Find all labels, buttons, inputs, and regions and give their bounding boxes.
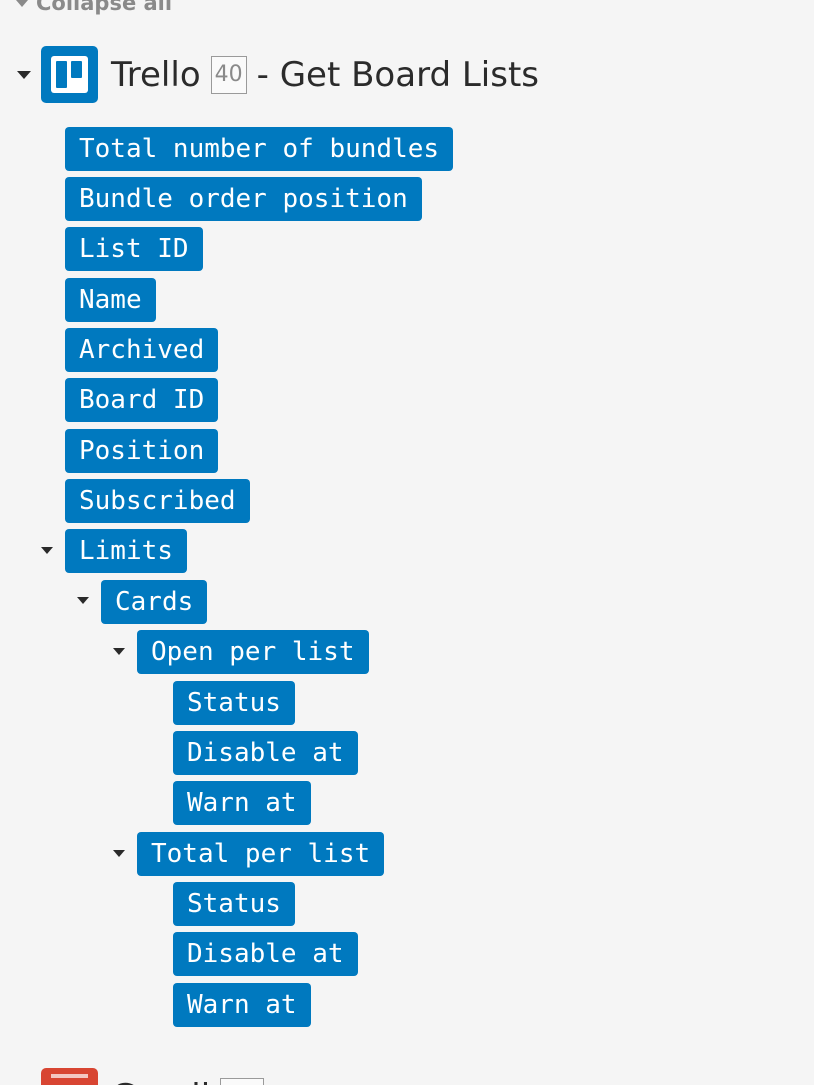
output-field-open-disable-at[interactable]: Disable at	[173, 731, 358, 775]
output-field-board-id[interactable]: Board ID	[65, 378, 219, 422]
chevron-down-icon[interactable]	[17, 71, 31, 79]
output-field-position[interactable]: Position	[65, 429, 219, 473]
module-title: Trello 40 - Get Board Lists	[111, 55, 539, 95]
expand-open-per-list-chevron-icon[interactable]	[113, 648, 125, 655]
output-field-open-warn-at[interactable]: Warn at	[173, 781, 311, 825]
output-field-total-status[interactable]: Status	[173, 882, 295, 926]
expand-limits-chevron-icon[interactable]	[41, 547, 53, 554]
output-field-cards[interactable]: Cards	[101, 580, 208, 624]
module-app-name: Trello	[111, 54, 201, 95]
collapse-all-button[interactable]: Collapse all	[16, 0, 172, 18]
output-field-total-number-of-bundles[interactable]: Total number of bundles	[65, 127, 454, 171]
expand-total-per-list-chevron-icon[interactable]	[113, 850, 125, 857]
trello-icon	[41, 46, 98, 103]
output-field-subscribed[interactable]: Subscribed	[65, 479, 250, 523]
output-field-total-per-list[interactable]: Total per list	[137, 832, 385, 876]
output-field-archived[interactable]: Archived	[65, 328, 219, 372]
collapse-all-label: Collapse all	[36, 0, 173, 15]
expand-cards-chevron-icon[interactable]	[77, 597, 89, 604]
module-id-badge: 40	[210, 55, 247, 94]
output-field-total-warn-at[interactable]: Warn at	[173, 983, 311, 1027]
output-field-total-disable-at[interactable]: Disable at	[173, 932, 358, 976]
output-field-open-status[interactable]: Status	[173, 681, 295, 725]
output-field-list-id[interactable]: List ID	[65, 227, 203, 271]
module-action-name: - Get Board Lists	[256, 54, 539, 95]
module-app-name: Gmail	[111, 1077, 210, 1085]
module-title: Gmail	[111, 1077, 274, 1085]
module-id-badge	[220, 1077, 265, 1085]
output-field-limits[interactable]: Limits	[65, 529, 187, 573]
module-header-trello[interactable]: Trello 40 - Get Board Lists	[17, 46, 539, 103]
output-field-name[interactable]: Name	[65, 278, 156, 322]
output-field-bundle-order-position[interactable]: Bundle order position	[65, 177, 422, 221]
output-field-open-per-list[interactable]: Open per list	[137, 630, 369, 674]
module-header-gmail[interactable]: Gmail	[41, 1068, 274, 1085]
gmail-icon	[41, 1068, 98, 1085]
chevron-down-icon	[16, 0, 28, 7]
